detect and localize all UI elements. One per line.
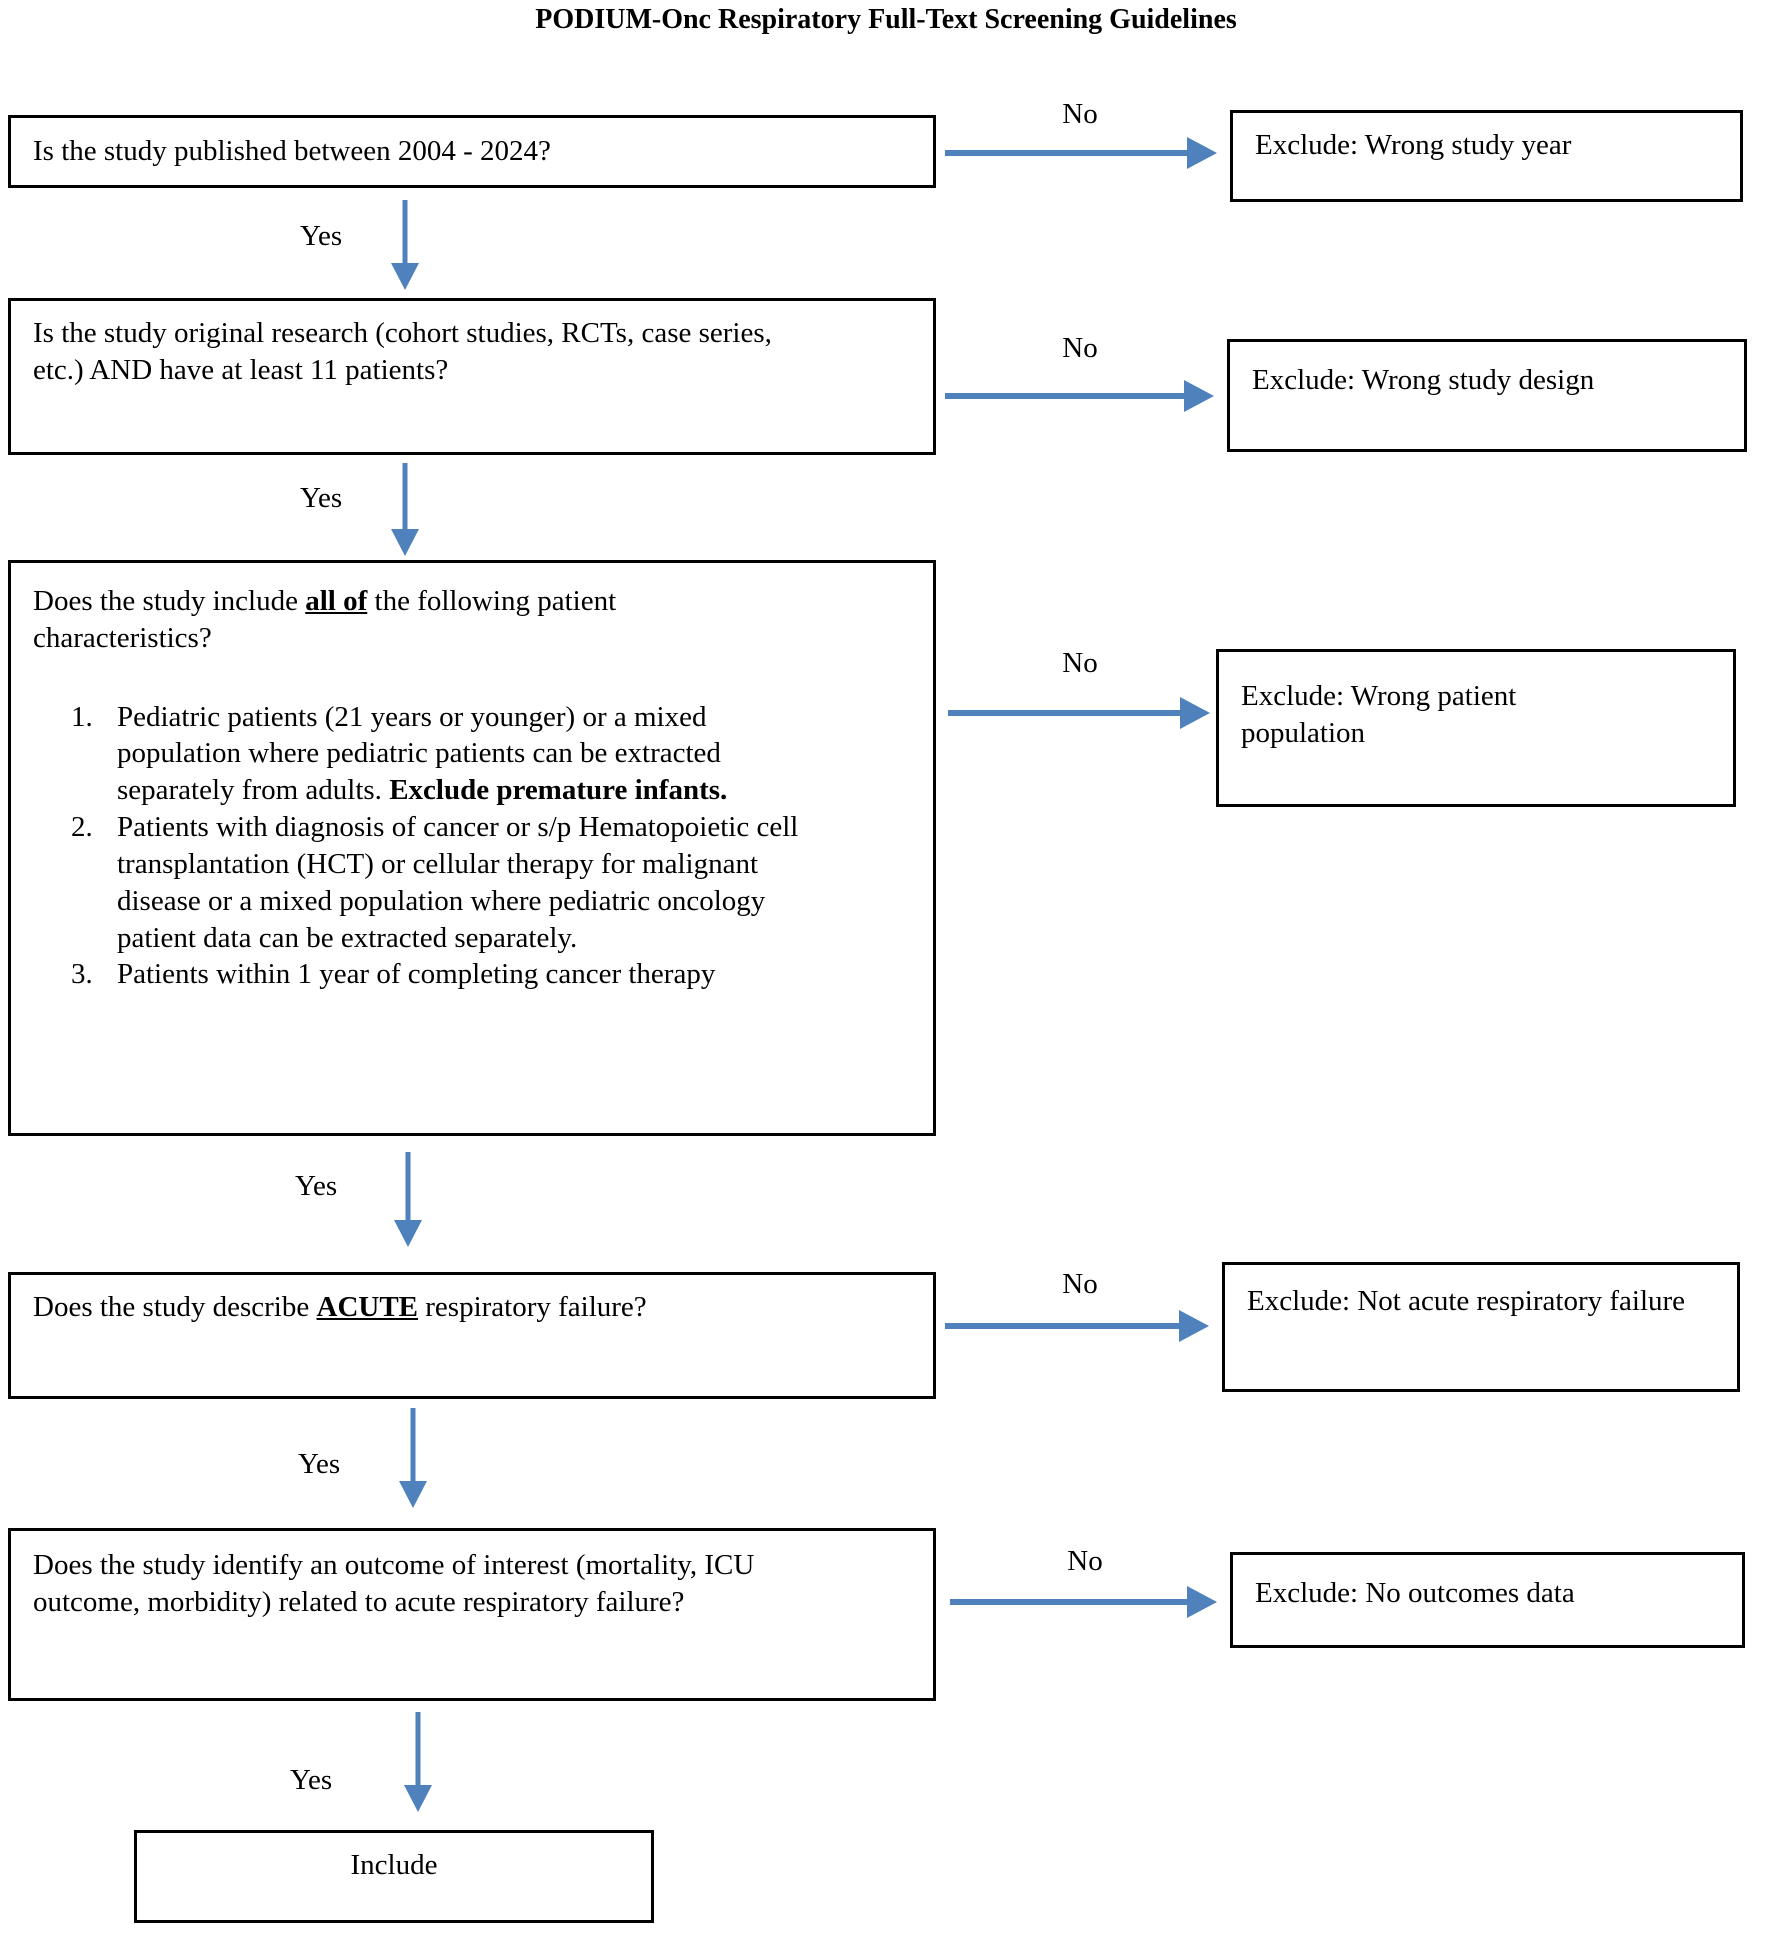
arrow-head-icon [404,1785,432,1812]
yes-arrow-3 [394,1152,422,1247]
question-box-outcomes: Does the study identify an outcome of in… [8,1528,936,1701]
exclude-box-no-outcomes: Exclude: No outcomes data [1230,1552,1745,1648]
criteria-item-1: 1. Pediatric patients (21 years or young… [71,699,911,809]
question-box-acute-respiratory-failure: Does the study describe ACUTE respirator… [8,1272,936,1399]
arrow-shaft [415,1712,421,1788]
criteria-item-2: 2. Patients with diagnosis of cancer or … [71,809,911,956]
arrow-shaft [945,150,1191,156]
question-text-emphasis: ACUTE [316,1291,419,1323]
question-text-patient-characteristics: Does the study include all of the follow… [33,583,798,657]
question-text-acute: Does the study describe ACUTE respirator… [33,1291,647,1323]
yes-arrow-1 [391,200,419,290]
question-box-study-year: Is the study published between 2004 - 20… [8,115,936,188]
arrow-head-icon [391,529,419,556]
criteria-text-part: Patients with diagnosis of cancer or s/p… [117,811,799,954]
exclude-box-wrong-study-year: Exclude: Wrong study year [1230,110,1743,202]
arrow-head-icon [1184,380,1214,412]
question-box-study-design: Is the study original research (cohort s… [8,298,936,455]
arrow-shaft [950,1599,1191,1605]
question-text-emphasis: all of [305,585,368,617]
arrow-head-icon [1187,137,1217,169]
question-text-study-year: Is the study published between 2004 - 20… [33,135,551,168]
yes-arrow-4 [399,1408,427,1508]
arrow-shaft [402,200,408,266]
question-text-study-design: Is the study original research (cohort s… [33,317,772,386]
criteria-list: 1. Pediatric patients (21 years or young… [71,699,911,994]
arrow-shaft [945,393,1188,399]
question-box-patient-characteristics: Does the study include all of the follow… [8,560,936,1136]
yes-label-2: Yes [300,482,343,514]
no-arrow-outcomes [950,1586,1217,1618]
arrow-shaft [402,463,408,532]
exclude-text-wrong-study-year: Exclude: Wrong study year [1255,129,1572,161]
criteria-text-3: Patients within 1 year of completing can… [117,956,715,993]
yes-arrow-2 [391,463,419,556]
question-text-part: the following patient characteristics? [33,585,617,654]
no-arrow-acute [945,1310,1209,1342]
exclude-text-wrong-patient-population: Exclude: Wrong patient population [1241,680,1517,749]
criteria-text-part: Patients within 1 year of completing can… [117,958,716,991]
include-text: Include [350,1849,438,1881]
no-label-study-design: No [1062,332,1098,364]
arrow-shaft [945,1323,1183,1329]
arrow-head-icon [391,263,419,290]
criteria-text-part: Pediatric patients (21 years or younger)… [117,700,721,807]
question-text-part: Does the study describe [33,1291,317,1323]
arrow-head-icon [1179,1310,1209,1342]
criteria-text-1: Pediatric patients (21 years or younger)… [117,699,827,809]
list-number: 1. [71,700,93,733]
exclude-box-wrong-patient-population: Exclude: Wrong patient population [1216,649,1736,807]
criteria-text-2: Patients with diagnosis of cancer or s/p… [117,809,827,956]
arrow-shaft [948,710,1184,716]
arrow-head-icon [1180,697,1210,729]
yes-arrow-5 [404,1712,432,1812]
list-number: 3. [71,958,93,991]
no-arrow-study-design [945,380,1214,412]
question-text-outcomes: Does the study identify an outcome of in… [33,1549,755,1618]
criteria-text-bold: Exclude premature infants. [389,774,728,807]
no-arrow-patient-population [948,697,1210,729]
question-text-part: Does the study include [33,585,306,617]
exclude-text-no-outcomes: Exclude: No outcomes data [1255,1577,1575,1609]
yes-label-3: Yes [295,1170,338,1202]
yes-label-5: Yes [290,1764,333,1796]
yes-label-1: Yes [300,220,343,252]
list-number: 2. [71,811,93,844]
exclude-text-not-acute: Exclude: Not acute respiratory failure [1247,1285,1686,1317]
arrow-head-icon [1187,1586,1217,1618]
include-box: Include [134,1830,654,1923]
page-title: PODIUM-Onc Respiratory Full-Text Screeni… [535,4,1237,35]
no-label-outcomes: No [1067,1545,1103,1577]
no-label-acute: No [1062,1268,1098,1300]
criteria-item-3: 3. Patients within 1 year of completing … [71,956,911,993]
no-label-study-year: No [1062,98,1098,130]
arrow-shaft [410,1408,416,1484]
arrow-shaft [405,1152,411,1223]
yes-label-4: Yes [298,1448,341,1480]
exclude-box-not-acute: Exclude: Not acute respiratory failure [1222,1262,1740,1392]
arrow-head-icon [399,1481,427,1508]
exclude-text-wrong-study-design: Exclude: Wrong study design [1252,364,1595,396]
exclude-box-wrong-study-design: Exclude: Wrong study design [1227,339,1747,452]
no-arrow-study-year [945,137,1217,169]
question-text-part: respiratory failure? [418,1291,647,1323]
arrow-head-icon [394,1220,422,1247]
no-label-patient-population: No [1062,647,1098,679]
